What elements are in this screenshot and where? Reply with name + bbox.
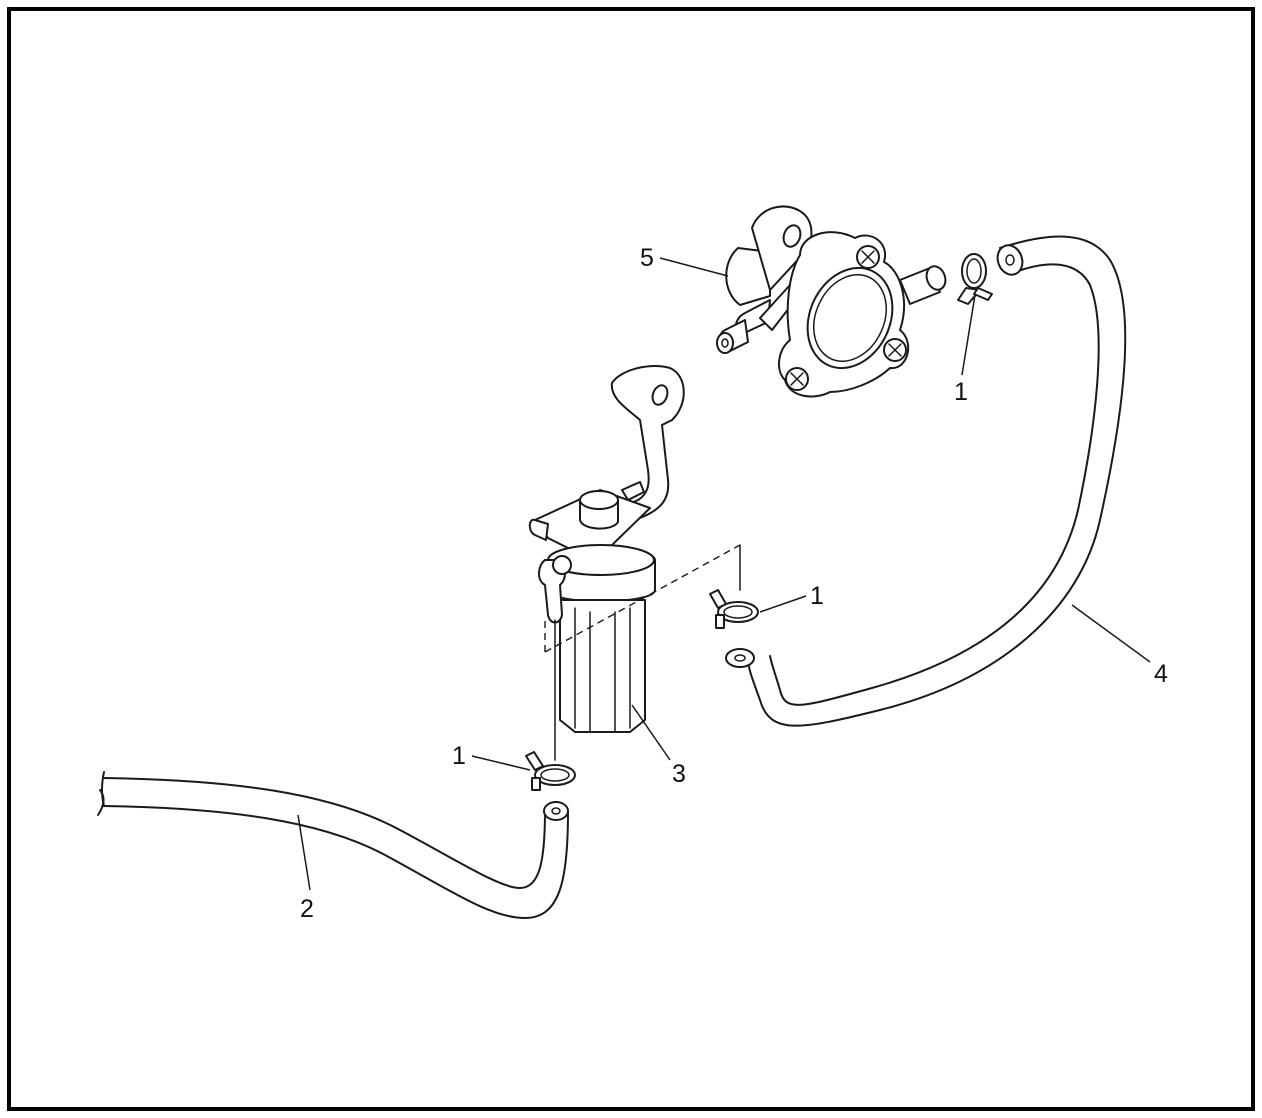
- callout-clamp-filter-inlet: 1: [452, 742, 466, 770]
- hose-clamp-filter-inlet: [525, 751, 576, 791]
- callout-hose-inlet: 2: [300, 895, 314, 923]
- leader-lines: [297, 257, 1151, 891]
- outlet-hose: [725, 235, 1127, 727]
- hose-clamp-filter-outlet: [709, 589, 759, 629]
- fuel-filter: [528, 364, 741, 761]
- hose-clamp-pump: [957, 253, 993, 305]
- callout-clamp-pump: 1: [954, 378, 968, 406]
- callout-fuel-pump: 5: [640, 244, 654, 272]
- inlet-hose: [97, 771, 569, 919]
- callout-clamp-filter-outlet: 1: [810, 582, 824, 610]
- callout-fuel-filter: 3: [672, 760, 686, 788]
- callout-hose-outlet: 4: [1154, 660, 1168, 688]
- fuel-pump: [716, 205, 947, 398]
